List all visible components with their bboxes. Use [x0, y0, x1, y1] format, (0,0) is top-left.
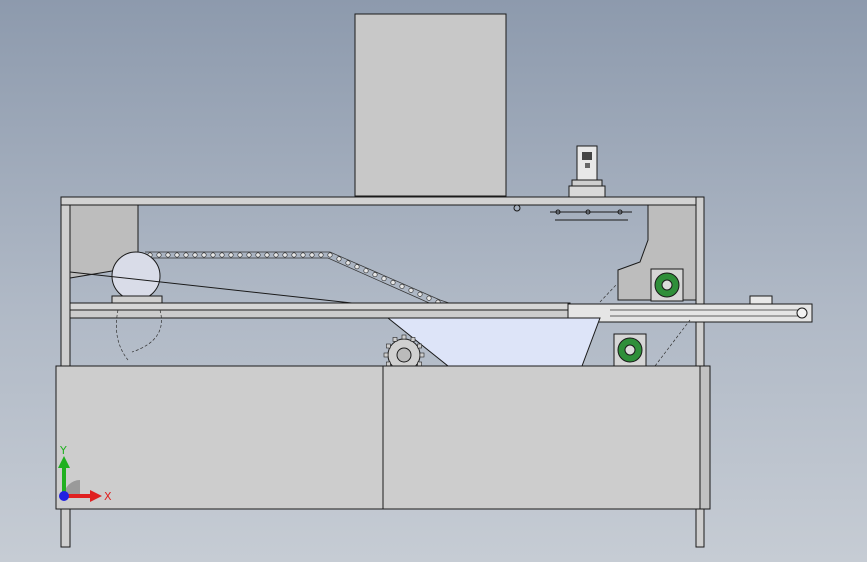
chain-link — [264, 252, 270, 258]
coordinate-triad-icon: Y X — [58, 444, 112, 503]
chain-link — [363, 268, 369, 274]
chain-link — [183, 252, 189, 258]
conveyor-belt — [567, 295, 813, 323]
chain-link — [192, 252, 198, 258]
chain-link — [228, 252, 234, 258]
main-rail — [69, 302, 571, 311]
drive-chain-upper — [145, 251, 456, 309]
sprocket-tooth — [392, 337, 398, 342]
drive-chain-loop — [116, 309, 162, 361]
chain-link — [354, 264, 360, 270]
cabinet-right-edge — [699, 365, 711, 510]
top-bracket — [513, 204, 632, 221]
sprocket-tooth — [417, 343, 422, 349]
chain-link — [372, 272, 378, 278]
sprocket-tooth — [386, 361, 391, 367]
sprocket-tooth — [401, 334, 407, 340]
chain-link — [156, 252, 162, 258]
chain-link — [381, 276, 387, 282]
chain-link — [165, 252, 171, 258]
chain-link — [309, 252, 315, 258]
chain-link — [417, 291, 423, 297]
chain-link — [210, 252, 216, 258]
chain-link — [300, 252, 306, 258]
chain-link — [219, 252, 225, 258]
chain-link — [318, 252, 324, 258]
sprocket-tooth — [383, 352, 389, 358]
drive-motor — [107, 251, 171, 311]
chain-link — [408, 287, 414, 293]
left-foot — [60, 508, 71, 548]
chain-link — [345, 260, 351, 266]
lower-rail — [69, 309, 571, 319]
sprocket-tooth — [419, 352, 425, 358]
drive-chain-right — [599, 284, 691, 367]
chain-link — [201, 252, 207, 258]
chain-link — [246, 252, 252, 258]
sprocket-tooth — [410, 337, 416, 342]
chain-link — [237, 252, 243, 258]
chain-link — [399, 283, 405, 289]
chain-link — [426, 295, 432, 301]
chain-link — [327, 252, 333, 258]
sensor-unit — [568, 145, 606, 198]
sprocket-tooth — [417, 361, 422, 367]
pillow-block-bearing-lower — [613, 333, 647, 367]
sprocket-tooth — [386, 343, 391, 349]
pillow-block-bearing-upper — [650, 268, 684, 302]
chain-link — [390, 279, 396, 285]
x-axis-label: X — [104, 490, 112, 503]
incline-rod — [69, 271, 371, 306]
chain-link — [336, 256, 342, 262]
chain-link — [255, 252, 261, 258]
chain-link — [273, 252, 279, 258]
chain-link — [282, 252, 288, 258]
top-box — [354, 13, 507, 197]
right-post — [695, 196, 705, 368]
chain-link — [174, 252, 180, 258]
left-post — [60, 204, 71, 368]
chain-link — [291, 252, 297, 258]
chain-links — [147, 252, 441, 305]
right-foot — [695, 508, 705, 548]
top-plate — [60, 196, 704, 206]
y-axis-label: Y — [59, 444, 67, 457]
